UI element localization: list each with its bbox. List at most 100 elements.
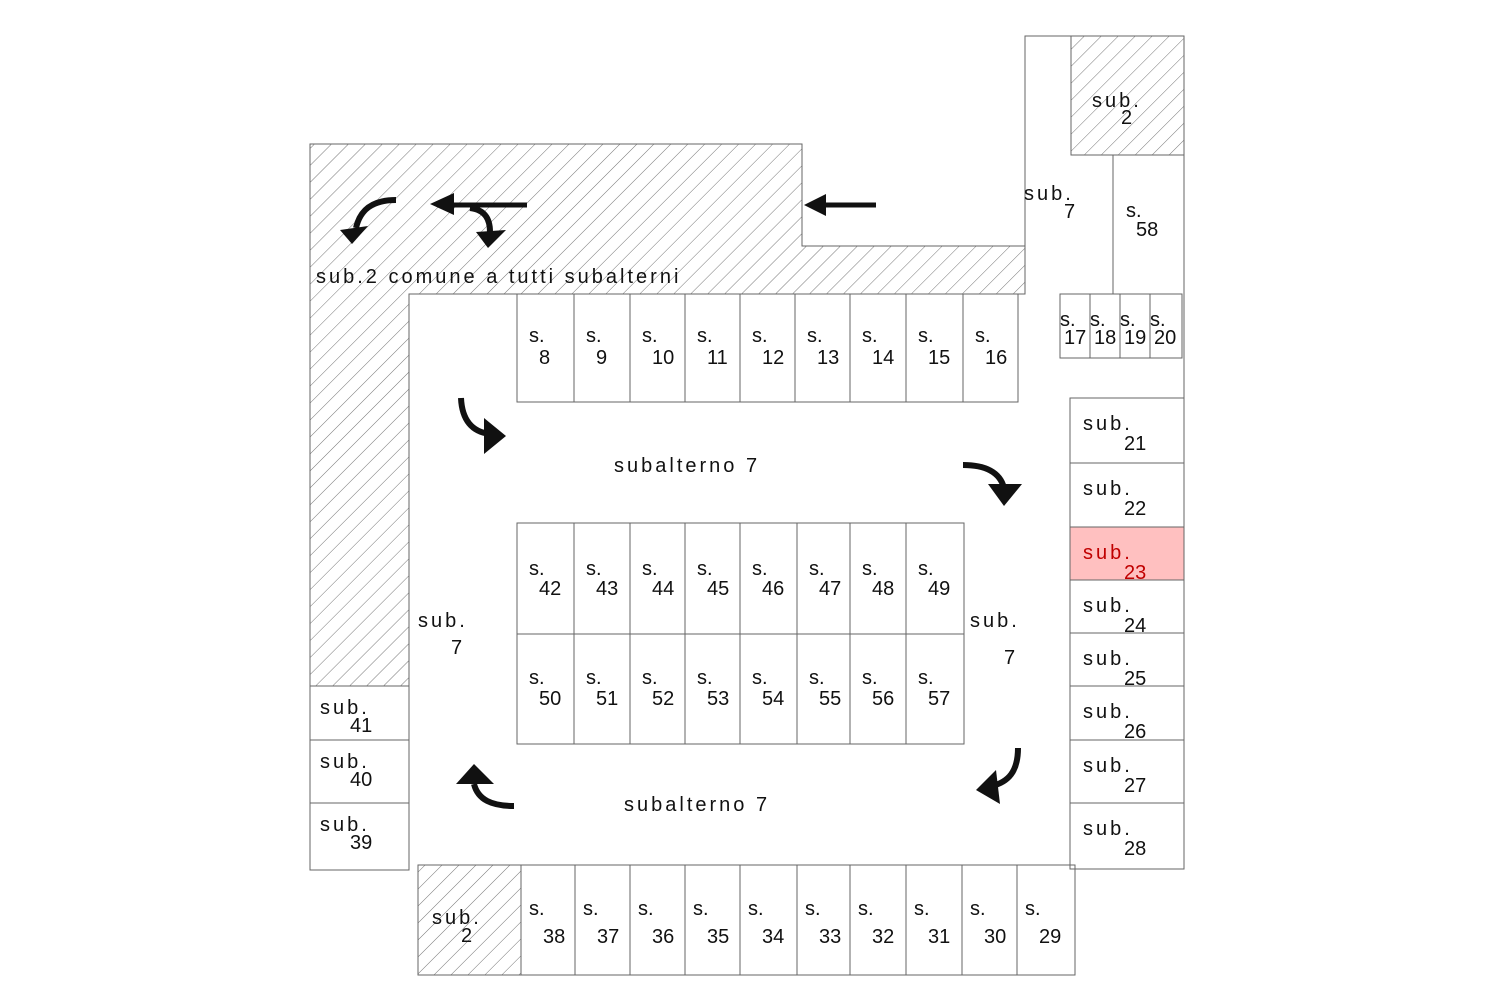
slot-number: 12 bbox=[762, 347, 784, 369]
parking-slot-55[interactable]: s.55 bbox=[796, 633, 851, 745]
sub2-topright-box[interactable] bbox=[1070, 35, 1185, 156]
parking-slot-35[interactable]: s.35 bbox=[684, 864, 741, 976]
slot-prefix: s. bbox=[752, 667, 768, 689]
parking-slot-33[interactable]: s.33 bbox=[796, 864, 851, 976]
slot-prefix: s. bbox=[970, 898, 986, 920]
unit-prefix: sub. bbox=[1083, 595, 1133, 617]
slot-prefix: s. bbox=[809, 667, 825, 689]
slot-number: 52 bbox=[652, 688, 674, 710]
slot-number: 29 bbox=[1039, 926, 1061, 948]
slot-number: 13 bbox=[817, 347, 839, 369]
slot-prefix: s. bbox=[529, 667, 545, 689]
parking-slot-42[interactable]: s.42 bbox=[516, 522, 575, 635]
slot-outline bbox=[520, 864, 576, 976]
parking-slot-9[interactable]: s.9 bbox=[573, 293, 631, 403]
parking-slot-45[interactable]: s.45 bbox=[684, 522, 741, 635]
svg-text:s.: s. bbox=[1126, 200, 1142, 222]
slot-prefix: s. bbox=[697, 558, 713, 580]
slot-number: 46 bbox=[762, 578, 784, 600]
unit-prefix: sub. bbox=[1083, 413, 1133, 435]
unit-sub-41[interactable]: sub.41 bbox=[309, 685, 410, 741]
slot-prefix: s. bbox=[752, 558, 768, 580]
unit-sub-21[interactable]: sub.21 bbox=[1069, 397, 1185, 464]
middle-row-b-slots: s.50s.51s.52s.53s.54s.55s.56s.57 bbox=[516, 633, 965, 745]
unit-sub-22[interactable]: sub.22 bbox=[1069, 462, 1185, 528]
parking-slot-47[interactable]: s.47 bbox=[796, 522, 851, 635]
slot-number: 20 bbox=[1154, 327, 1176, 349]
parking-slot-11[interactable]: s.11 bbox=[684, 293, 741, 403]
slot-prefix: s. bbox=[693, 898, 709, 920]
slot-outline bbox=[1149, 293, 1183, 359]
unit-sub-28[interactable]: sub.28 bbox=[1069, 802, 1185, 870]
slot-outline bbox=[962, 293, 1019, 403]
sub2-topright-num: 2 bbox=[1121, 107, 1135, 129]
parking-slot-49[interactable]: s.49 bbox=[905, 522, 965, 635]
slot-number: 51 bbox=[596, 688, 618, 710]
lane-label-top: subalterno 7 bbox=[614, 455, 760, 477]
parking-slot-14[interactable]: s.14 bbox=[849, 293, 907, 403]
parking-slot-13[interactable]: s.13 bbox=[794, 293, 851, 403]
parking-slot-19[interactable]: s.19 bbox=[1119, 293, 1151, 359]
common-area-label: sub.2 comune a tutti subalterni bbox=[316, 266, 681, 288]
parking-slot-43[interactable]: s.43 bbox=[573, 522, 631, 635]
slot-prefix: s. bbox=[918, 667, 934, 689]
parking-slot-16[interactable]: s.16 bbox=[962, 293, 1019, 403]
parking-slot-20[interactable]: s.20 bbox=[1149, 293, 1183, 359]
parking-slot-56[interactable]: s.56 bbox=[849, 633, 907, 745]
unit-number: 28 bbox=[1124, 838, 1146, 860]
parking-slot-8[interactable]: s.8 bbox=[516, 293, 575, 403]
parking-slot-31[interactable]: s.31 bbox=[905, 864, 963, 976]
slot-number: 47 bbox=[819, 578, 841, 600]
curved-arrow-right-down-icon bbox=[962, 462, 1022, 506]
parking-slot-15[interactable]: s.15 bbox=[905, 293, 964, 403]
parking-slot-10[interactable]: s.10 bbox=[629, 293, 686, 403]
slot-58[interactable]: s. 58 bbox=[1126, 200, 1158, 241]
parking-slot-37[interactable]: s.37 bbox=[574, 864, 631, 976]
unit-sub-27[interactable]: sub.27 bbox=[1069, 739, 1185, 804]
sub2-bottom-word: sub. bbox=[432, 907, 482, 929]
slot-number: 50 bbox=[539, 688, 561, 710]
unit-sub-26[interactable]: sub.26 bbox=[1069, 685, 1185, 743]
parking-slot-17[interactable]: s.17 bbox=[1059, 293, 1091, 359]
unit-sub-40[interactable]: sub.40 bbox=[309, 739, 410, 804]
parking-slot-54[interactable]: s.54 bbox=[739, 633, 798, 745]
slot-outline bbox=[961, 864, 1018, 976]
slot-number: 44 bbox=[652, 578, 674, 600]
parking-slot-44[interactable]: s.44 bbox=[629, 522, 686, 635]
parking-slot-36[interactable]: s.36 bbox=[629, 864, 686, 976]
parking-slot-32[interactable]: s.32 bbox=[849, 864, 907, 976]
unit-sub-39[interactable]: sub.39 bbox=[309, 802, 410, 871]
parking-slot-30[interactable]: s.30 bbox=[961, 864, 1018, 976]
slot-prefix: s. bbox=[586, 667, 602, 689]
unit-sub-25[interactable]: sub.25 bbox=[1069, 632, 1185, 690]
slot-number: 54 bbox=[762, 688, 784, 710]
parking-slot-57[interactable]: s.57 bbox=[905, 633, 965, 745]
unit-sub-24[interactable]: sub.24 bbox=[1069, 579, 1185, 637]
parking-slot-46[interactable]: s.46 bbox=[739, 522, 798, 635]
parking-slot-29[interactable]: s.29 bbox=[1016, 864, 1076, 976]
parking-slot-53[interactable]: s.53 bbox=[684, 633, 741, 745]
slot-prefix: s. bbox=[529, 898, 545, 920]
slot-number: 33 bbox=[819, 926, 841, 948]
parking-slot-50[interactable]: s.50 bbox=[516, 633, 575, 745]
slot-outline bbox=[905, 864, 963, 976]
parking-slot-34[interactable]: s.34 bbox=[739, 864, 798, 976]
slot-prefix: s. bbox=[918, 325, 934, 347]
parking-slot-48[interactable]: s.48 bbox=[849, 522, 907, 635]
unit-number: 27 bbox=[1124, 775, 1146, 797]
parking-slot-38[interactable]: s.38 bbox=[520, 864, 576, 976]
sub2-bottom-box[interactable] bbox=[417, 864, 522, 976]
curved-arrow-up-left-icon bbox=[456, 764, 515, 809]
unit-sub-23[interactable]: sub.23 bbox=[1069, 526, 1185, 584]
parking-slot-51[interactable]: s.51 bbox=[573, 633, 631, 745]
slot-number: 8 bbox=[539, 347, 550, 369]
parking-slot-52[interactable]: s.52 bbox=[629, 633, 686, 745]
parking-slot-12[interactable]: s.12 bbox=[739, 293, 796, 403]
unit-outline bbox=[1069, 802, 1185, 870]
slot-prefix: s. bbox=[586, 558, 602, 580]
right-column-units: sub.21sub.22sub.23sub.24sub.25sub.26sub.… bbox=[1069, 397, 1185, 870]
parking-slot-18[interactable]: s.18 bbox=[1089, 293, 1121, 359]
slot-prefix: s. bbox=[1150, 309, 1166, 331]
